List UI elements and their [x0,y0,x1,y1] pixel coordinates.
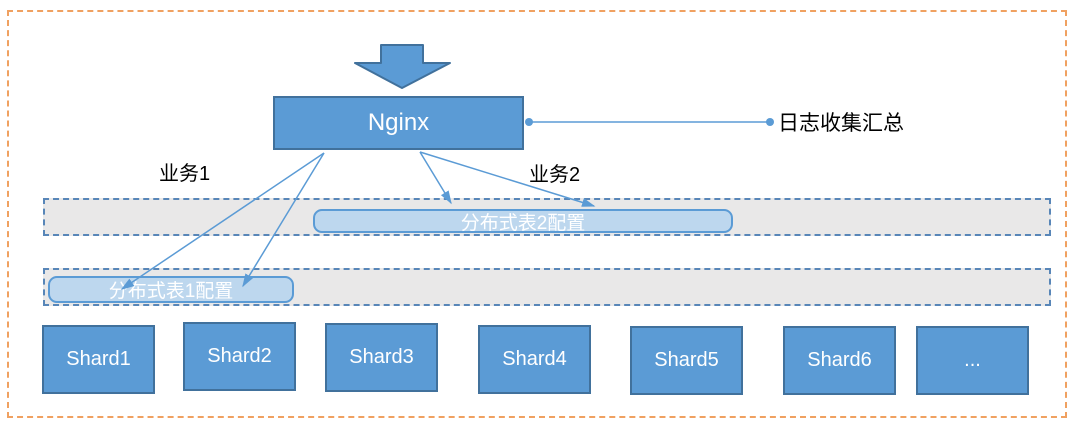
shard5-node: Shard5 [630,326,743,395]
shard1-node: Shard1 [42,325,155,394]
nginx-node: Nginx [273,96,524,150]
shard2-node: Shard2 [183,322,296,391]
shard4-node: Shard4 [478,325,591,394]
shard3-node: Shard3 [325,323,438,392]
shard-more-node: ... [916,326,1029,395]
business2-label: 业务2 [529,164,581,186]
diagram-boundary [7,10,1067,418]
nginx-label: Nginx [367,109,430,136]
shard6-node: Shard6 [783,326,896,395]
distributed-table2-config-node: 分布式表2配置 [313,209,733,234]
log-collection-label: 日志收集汇总 [778,112,904,135]
distributed-table1-config-node: 分布式表1配置 [48,276,294,303]
business1-label: 业务1 [159,163,211,185]
